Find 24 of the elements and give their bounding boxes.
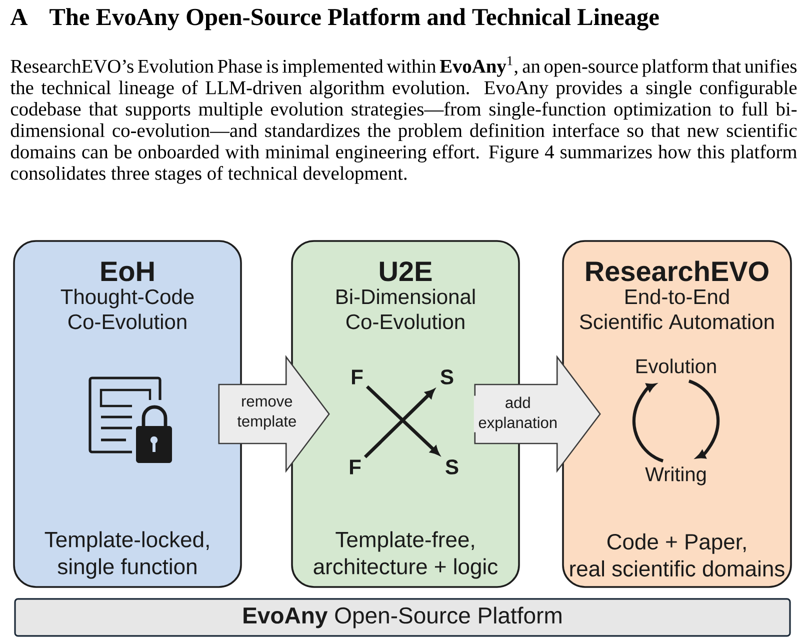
stage-title: ResearchEVO xyxy=(586,260,768,282)
arrow-label: add explanation xyxy=(474,396,562,432)
stage-description: Code + Paper, real scientific domains xyxy=(570,533,784,577)
phase-label: Writing xyxy=(645,466,706,486)
section-title: The EvoAny Open-Source Platform and Technical Lineage xyxy=(50,8,659,30)
stage-title: EoH xyxy=(101,262,154,282)
stage-description: Template-free, architecture + logic xyxy=(314,531,498,579)
stage-description: Template-locked, single function xyxy=(44,531,209,579)
variable-label: F xyxy=(352,370,363,384)
variable-label: F xyxy=(350,460,361,474)
stage-subtitle: Bi-Dimensional Co-Evolution xyxy=(336,288,475,330)
platform-bar: EvoAny Open-Source Platform xyxy=(14,598,791,637)
stage-subtitle: Thought-Code Co-Evolution xyxy=(60,288,194,330)
curved-arrow xyxy=(632,383,664,462)
body-paragraph: ResearchEVO’s Evolution Phase is implemented within EvoAny$^{1}$, an open-source platform that unifies the technical lineage of LLM-driven algorithm evolution. EvoAny provides a single configurable codebase that supports multiple evolution strategies—from single-function optimization to full bi-dimensional co-evolution—and standardizes the problem definition interface so that new scientific domains can be onboarded with minimal engineering effort. Figure 4 summarizes how this platform consolidates three stages of technical development. xyxy=(10,56,797,184)
section-number: A xyxy=(10,8,28,25)
arrow-label: remove template xyxy=(230,397,303,431)
stage-title: U2E xyxy=(380,261,432,282)
curved-arrow xyxy=(688,380,720,459)
stage-box xyxy=(562,240,792,588)
variable-label: S xyxy=(446,460,458,474)
stage-subtitle: End-to-End Scientific Automation xyxy=(580,288,774,330)
phase-label: Evolution xyxy=(636,358,716,374)
variable-label: S xyxy=(440,370,454,384)
